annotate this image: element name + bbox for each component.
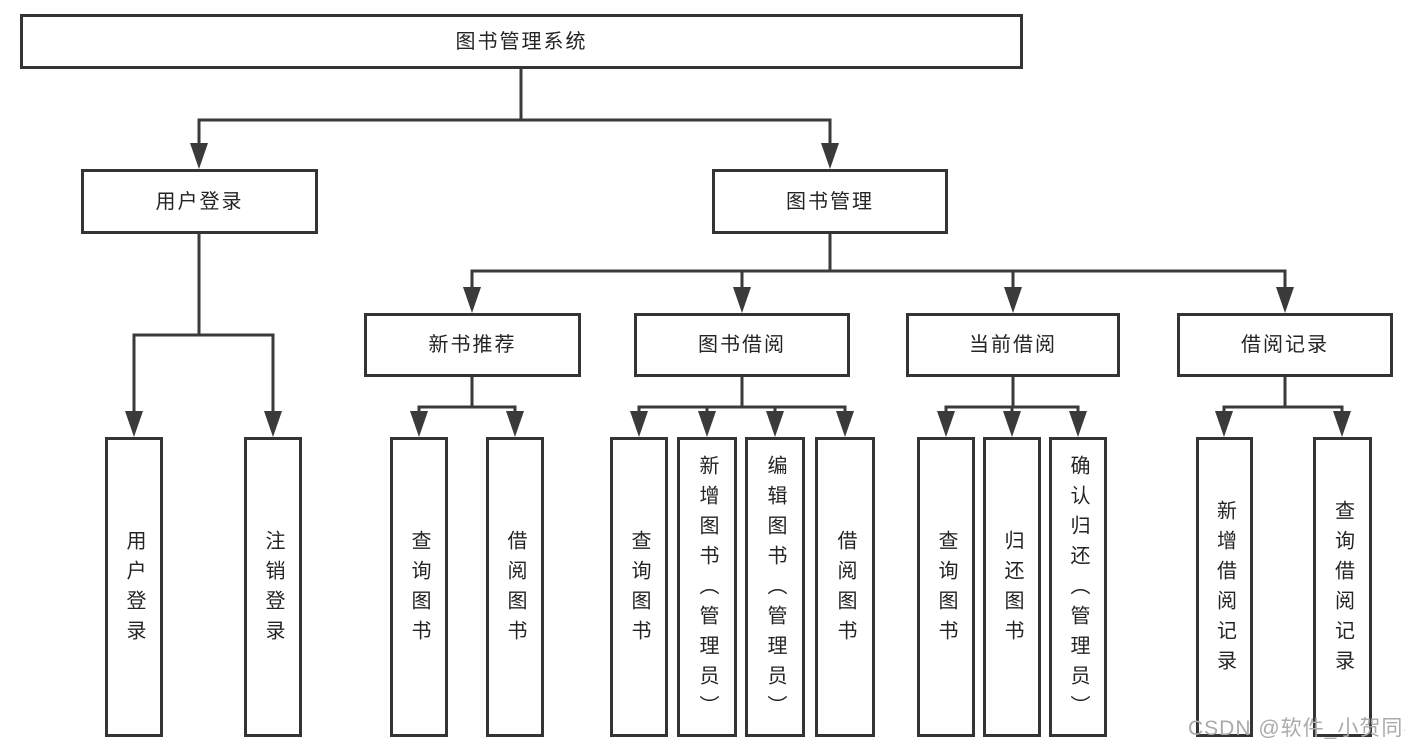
leaf-add-books-admin: 新增图书（管理员） [677, 437, 737, 737]
arrowhead-icon [821, 143, 839, 169]
leaf-confirm-return-admin: 确认归还（管理员） [1049, 437, 1107, 737]
arrowhead-icon [1003, 411, 1021, 437]
node-user-login: 用户登录 [81, 169, 318, 234]
csdn-watermark: CSDN @软件_小贺同学 [1188, 717, 1405, 740]
node-new-book-recommend: 新书推荐 [364, 313, 581, 377]
leaf-query-books-borrow: 查询图书 [610, 437, 668, 737]
arrowhead-icon [630, 411, 648, 437]
arrowhead-icon [463, 287, 481, 313]
leaf-return-books: 归还图书 [983, 437, 1041, 737]
leaf-user-login: 用户登录 [105, 437, 163, 737]
arrowhead-icon [733, 287, 751, 313]
node-current-borrowing: 当前借阅 [906, 313, 1120, 377]
arrowhead-icon [1276, 287, 1294, 313]
leaf-borrow-books: 借阅图书 [815, 437, 875, 737]
leaf-query-borrow-record: 查询借阅记录 [1313, 437, 1372, 737]
arrowhead-icon [766, 411, 784, 437]
arrowhead-icon [937, 411, 955, 437]
node-book-borrowing: 图书借阅 [634, 313, 850, 377]
arrowhead-icon [1215, 411, 1233, 437]
leaf-edit-books-admin: 编辑图书（管理员） [745, 437, 805, 737]
arrowhead-icon [125, 411, 143, 437]
arrowhead-icon [836, 411, 854, 437]
leaf-query-books-recommend: 查询图书 [390, 437, 448, 737]
leaf-logout: 注销登录 [244, 437, 302, 737]
leaf-add-borrow-record: 新增借阅记录 [1196, 437, 1253, 737]
arrowhead-icon [698, 411, 716, 437]
leaf-query-books-current: 查询图书 [917, 437, 975, 737]
arrowhead-icon [1004, 287, 1022, 313]
arrowhead-icon [1069, 411, 1087, 437]
node-borrowing-records: 借阅记录 [1177, 313, 1393, 377]
node-library-management-system: 图书管理系统 [20, 14, 1023, 69]
arrowhead-icon [506, 411, 524, 437]
leaf-borrow-books-recommend: 借阅图书 [486, 437, 544, 737]
arrowhead-icon [410, 411, 428, 437]
arrowhead-icon [190, 143, 208, 169]
arrowhead-icon [1333, 411, 1351, 437]
arrowhead-icon [264, 411, 282, 437]
node-book-management: 图书管理 [712, 169, 948, 234]
